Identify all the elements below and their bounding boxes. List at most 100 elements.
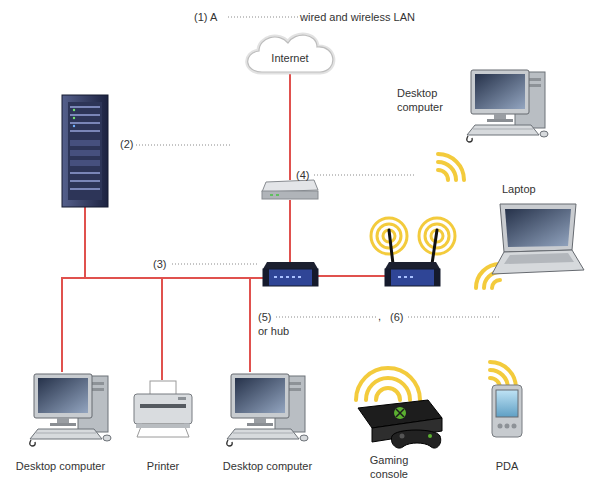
server-art bbox=[70, 130, 100, 132]
blank-lines bbox=[408, 317, 500, 318]
wireless-waves bbox=[366, 378, 410, 400]
pda-art bbox=[496, 390, 518, 417]
server-art bbox=[70, 188, 100, 190]
pda-art bbox=[512, 424, 517, 429]
gaming-console-art bbox=[400, 434, 405, 439]
access-point-art bbox=[385, 269, 440, 286]
pda: PDA bbox=[492, 385, 522, 437]
wireless-waves bbox=[438, 162, 456, 180]
switch-art bbox=[263, 269, 269, 286]
network-cable bbox=[85, 207, 263, 278]
pda-art bbox=[498, 424, 503, 429]
switch-art bbox=[263, 269, 318, 286]
laptop-art bbox=[492, 204, 584, 274]
server: (2) bbox=[62, 95, 108, 207]
desktop-computer-art bbox=[227, 374, 308, 446]
gaming-console-art bbox=[428, 434, 432, 438]
wireless-waves bbox=[492, 280, 500, 288]
switch-art bbox=[274, 276, 277, 278]
device-label: PDA bbox=[477, 459, 537, 473]
printer-art bbox=[178, 397, 186, 400]
wireless-waves bbox=[356, 368, 420, 400]
printer-art bbox=[137, 424, 189, 437]
gaming-console-art bbox=[396, 409, 404, 417]
server-art bbox=[70, 180, 100, 182]
access-point-art bbox=[432, 230, 437, 264]
access-point-art bbox=[385, 269, 391, 286]
access-point-art bbox=[389, 230, 393, 264]
printer-art bbox=[134, 394, 192, 424]
gaming-console-art bbox=[358, 400, 442, 448]
title-text: (1) A bbox=[194, 10, 217, 24]
server-art bbox=[70, 114, 100, 116]
device-label: (5) bbox=[258, 310, 271, 324]
server-art bbox=[70, 160, 100, 166]
pda-art bbox=[505, 424, 510, 429]
network-cable bbox=[318, 275, 385, 277]
network-cable bbox=[289, 200, 291, 262]
label-text: wired and wireless LAN bbox=[300, 10, 415, 24]
router-art bbox=[262, 191, 318, 199]
wireless-waves bbox=[376, 388, 400, 400]
laptop-art bbox=[505, 209, 571, 247]
access-point-art bbox=[371, 218, 455, 286]
blank-lines bbox=[314, 175, 415, 176]
gaming-console-art bbox=[394, 407, 406, 419]
server-art bbox=[70, 172, 100, 174]
switch-art bbox=[280, 276, 283, 278]
access-point-art bbox=[410, 276, 413, 278]
access-point-art bbox=[371, 218, 455, 254]
switch-art bbox=[292, 276, 295, 278]
server-art bbox=[70, 122, 100, 124]
access-point-art bbox=[385, 262, 440, 269]
device-label: (6) bbox=[390, 310, 403, 324]
server-art bbox=[73, 109, 75, 111]
switch-art bbox=[298, 276, 301, 278]
device-label: Gaming console bbox=[363, 453, 415, 481]
desktop-computer-art bbox=[467, 70, 548, 142]
server-art bbox=[73, 117, 75, 119]
wireless-waves bbox=[356, 154, 516, 400]
blank-lines bbox=[136, 17, 500, 317]
router-art bbox=[270, 194, 273, 196]
label-text: , bbox=[378, 309, 381, 323]
access-point-art bbox=[434, 269, 440, 286]
switch-art bbox=[286, 276, 289, 278]
device-label: or hub bbox=[258, 324, 289, 338]
printer-art bbox=[140, 404, 186, 408]
network-cable bbox=[162, 278, 263, 380]
desktop-computer-art bbox=[30, 374, 111, 446]
blank-lines bbox=[228, 17, 298, 18]
switch-art bbox=[263, 262, 318, 269]
pda-art bbox=[492, 385, 522, 437]
device-label: Internet bbox=[245, 51, 335, 65]
device-label: (4) bbox=[296, 168, 309, 182]
device-label: Desktop computer bbox=[205, 459, 330, 473]
device-label: (3) bbox=[153, 257, 166, 271]
access-point-art bbox=[398, 276, 401, 278]
server-art bbox=[62, 95, 108, 207]
blank-lines bbox=[172, 264, 258, 265]
desktop-computer: Desktop computer bbox=[225, 372, 310, 447]
router-art bbox=[262, 180, 318, 199]
device-label: Desktop computer bbox=[0, 459, 123, 473]
server-art bbox=[68, 102, 102, 200]
wireless-waves bbox=[490, 362, 516, 388]
printer-art bbox=[136, 424, 190, 428]
pda-art bbox=[492, 385, 522, 437]
access-point: (6) bbox=[385, 225, 440, 288]
laptop-art bbox=[500, 204, 576, 252]
server-art bbox=[62, 95, 108, 207]
server-art bbox=[70, 106, 100, 108]
device-label: Printer bbox=[112, 459, 214, 473]
server-art bbox=[70, 140, 100, 146]
gaming-console: Gaming console bbox=[355, 395, 443, 450]
router: (4) bbox=[262, 180, 318, 200]
device-label: Laptop bbox=[502, 182, 536, 196]
internet-cloud: Internet bbox=[245, 28, 335, 74]
blank-lines bbox=[276, 317, 376, 318]
blank-lines bbox=[136, 145, 232, 146]
router-art bbox=[262, 180, 318, 192]
